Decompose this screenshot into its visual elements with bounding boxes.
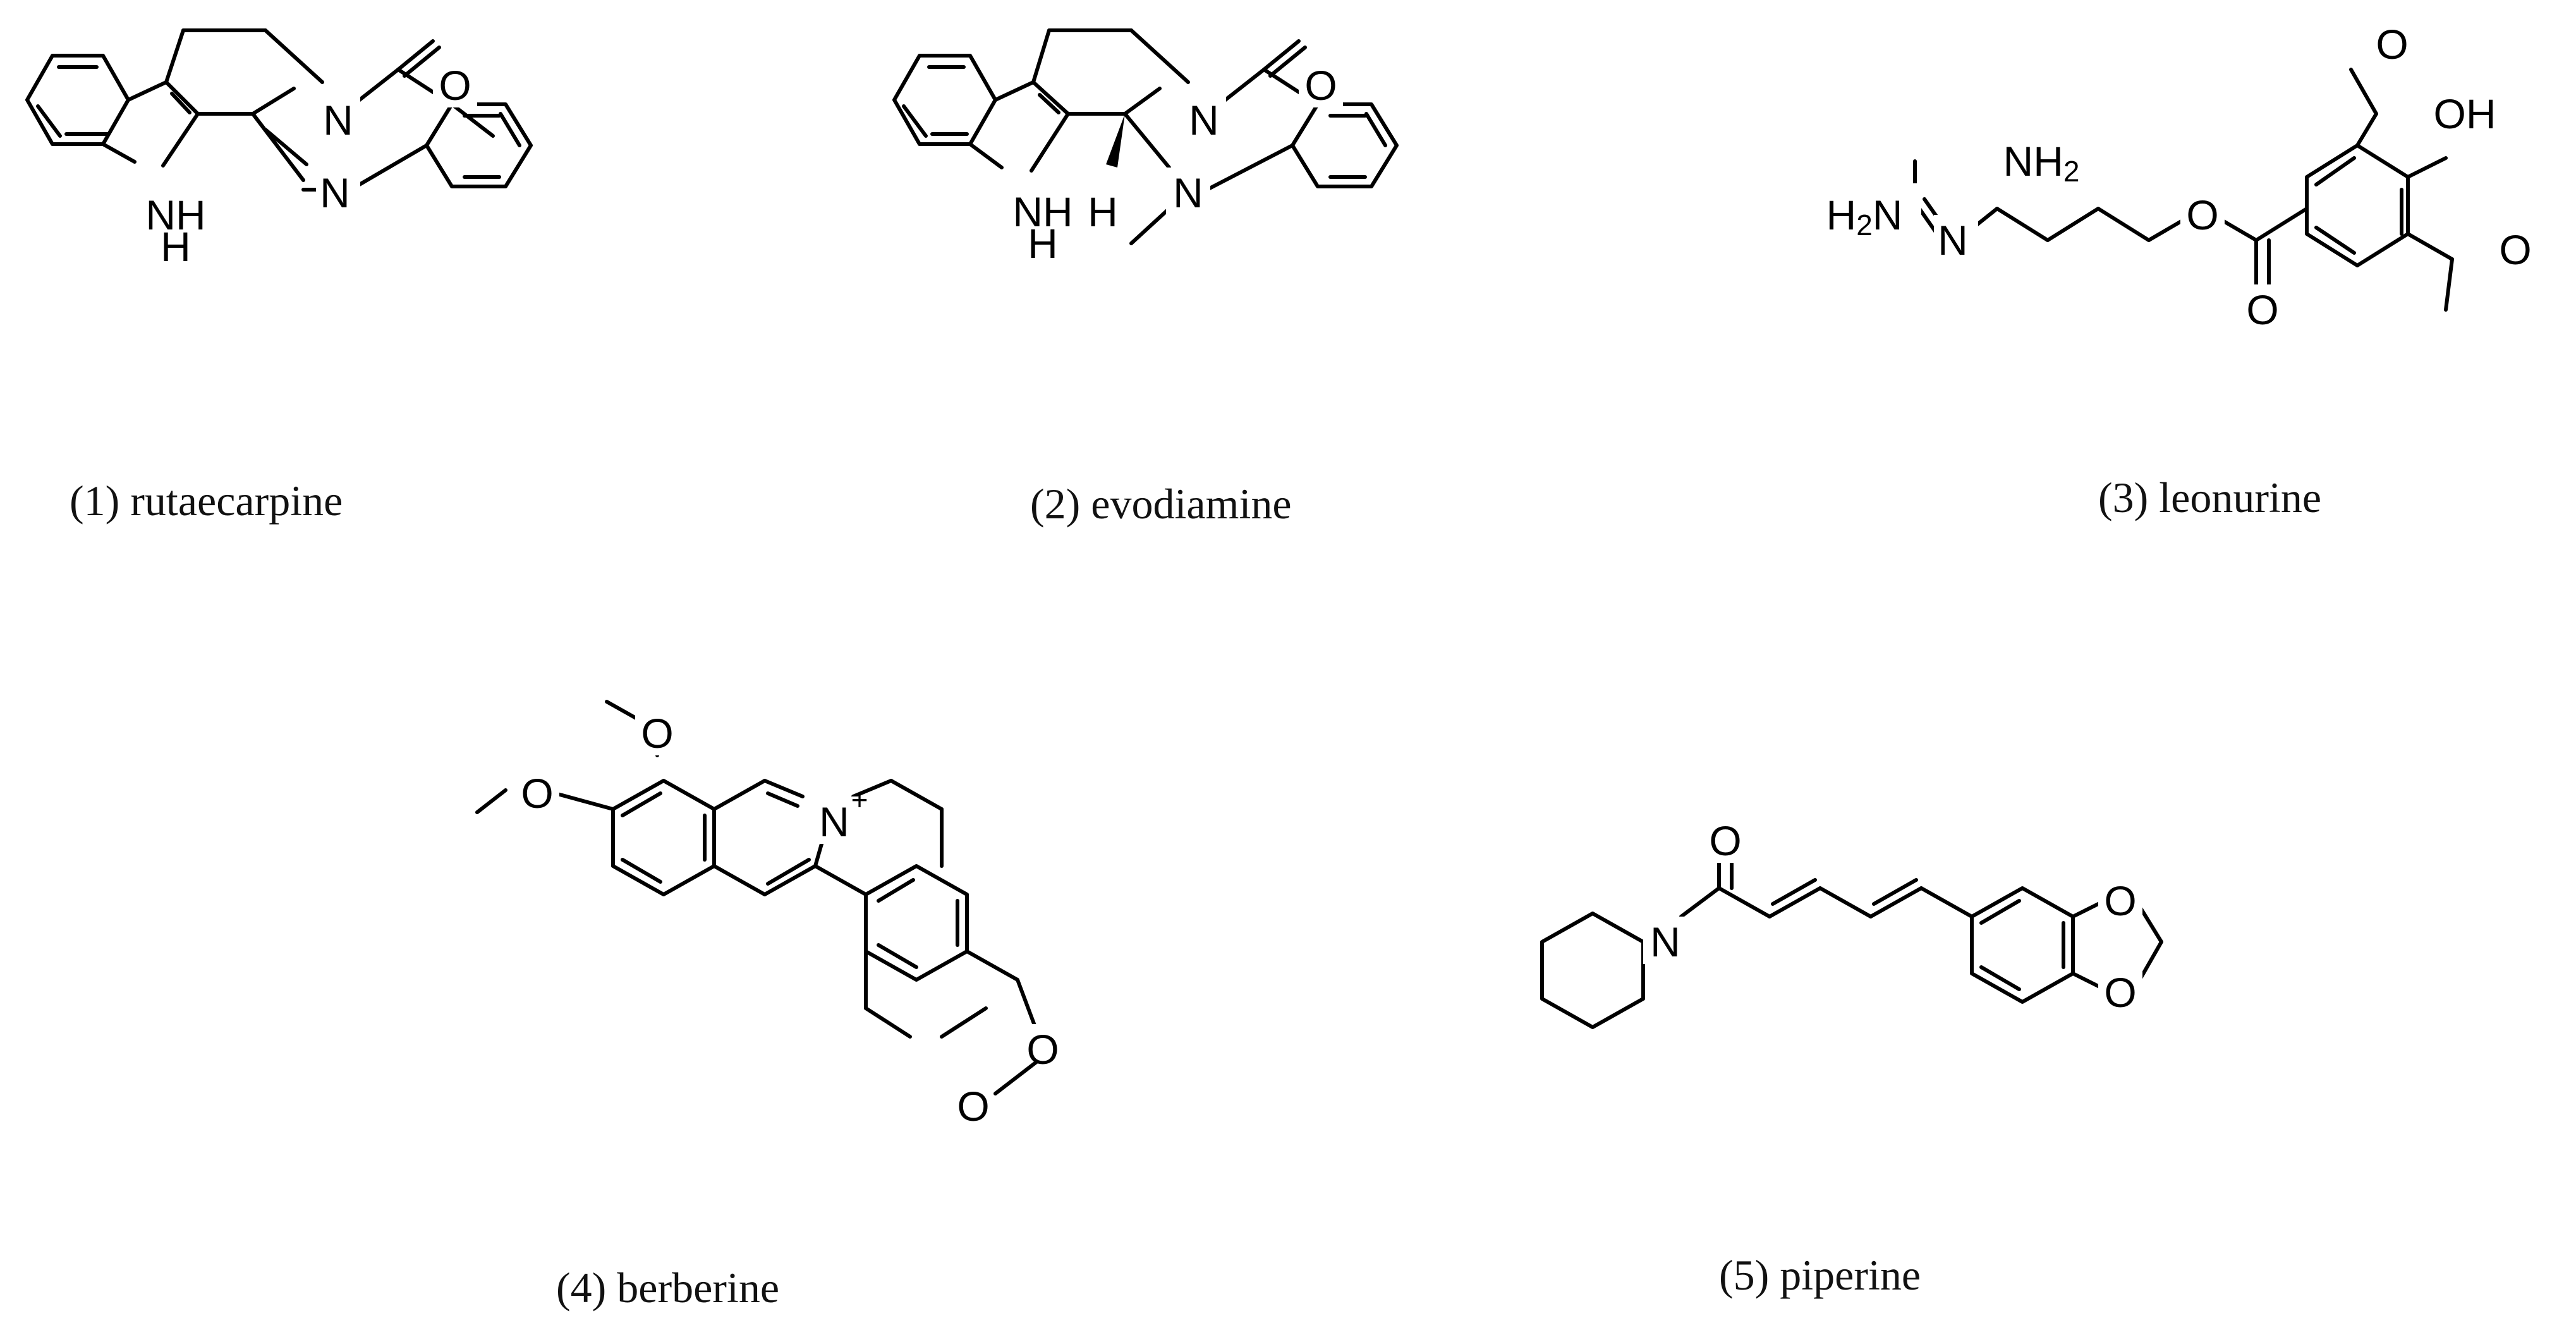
caption-rutaecarpine: (1) rutaecarpine	[70, 477, 343, 525]
h-atom: H	[1088, 188, 1118, 235]
o-atom: O	[641, 710, 673, 757]
o-atom: O	[2499, 226, 2531, 273]
o-atom: O	[2104, 969, 2136, 1016]
structure-berberine: O O N + O O	[475, 700, 1065, 1130]
o-atom: O	[2104, 877, 2136, 924]
h2n-group: H2N	[1826, 192, 1903, 241]
caption-berberine: (4) berberine	[556, 1264, 779, 1312]
h-atom: H	[1028, 220, 1058, 267]
o-atom: O	[439, 62, 471, 109]
o-atom: O	[957, 1083, 989, 1130]
o-atom: O	[2186, 192, 2218, 238]
n-atom: N	[1189, 97, 1219, 143]
nh-atom: NH	[145, 192, 205, 238]
o-atom: O	[2376, 21, 2408, 68]
structure-piperine: N O O O	[1540, 815, 2163, 1029]
caption-leonurine: (3) leonurine	[2098, 473, 2321, 522]
o-atom: O	[521, 770, 553, 817]
structure-leonurine: NH2 H2N N O O O OH O	[1820, 19, 2537, 333]
n-atom: N	[1173, 169, 1203, 216]
caption-piperine: (5) piperine	[1719, 1251, 1921, 1299]
nh2-group: NH2	[2003, 138, 2080, 188]
caption-evodiamine: (2) evodiamine	[1030, 480, 1292, 528]
nh-atom: NH	[1012, 188, 1072, 235]
structure-evodiamine: NH H H N N O	[892, 28, 1399, 267]
n-atom: N	[819, 798, 849, 845]
h-atom: H	[161, 223, 191, 270]
o-atom: O	[2246, 286, 2278, 333]
o-atom: O	[1304, 62, 1337, 109]
n-atom: N	[1938, 217, 1968, 264]
n-atom: N	[1650, 918, 1680, 965]
n-atom: N	[320, 169, 350, 216]
o-atom: O	[1709, 817, 1741, 864]
n-atom: N	[323, 97, 353, 143]
plus-charge: +	[851, 783, 868, 816]
oh-group: OH	[2434, 90, 2496, 137]
structure-rutaecarpine: NH H N N O	[25, 28, 533, 270]
